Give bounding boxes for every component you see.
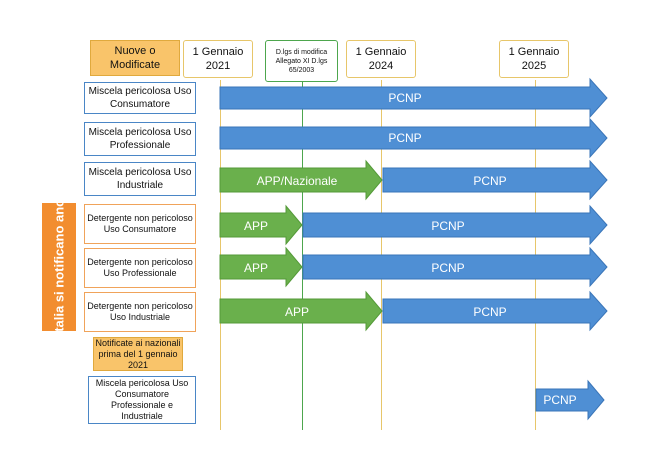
- row-label-national-note: Notificate ai nazionali prima del 1 genn…: [93, 337, 183, 371]
- arrow-label-row8: PCNP: [543, 393, 576, 407]
- header-date-2021-text: 1 Gennaio 2021: [192, 46, 244, 72]
- arrow-app-row3: [219, 159, 383, 201]
- row-label-text: Miscela pericolosa Uso Consumatore: [88, 86, 192, 110]
- arrow-label-row2: PCNP: [388, 131, 421, 145]
- row-label-text: Detergente non pericoloso Uso Industrial…: [87, 301, 193, 322]
- arrow-label-row5-pcnp: PCNP: [431, 261, 464, 275]
- arrow-pcnp-row1: [219, 77, 608, 119]
- row-label-text: Notificate ai nazionali prima del 1 genn…: [95, 337, 181, 370]
- row-label-text: Miscela pericolosa Uso Industriale: [88, 167, 192, 191]
- row-label-detergent-professional: Detergente non pericoloso Uso Profession…: [84, 248, 196, 288]
- header-new-modified: Nuove o Modificate: [90, 40, 180, 76]
- arrow-pcnp-row3: [382, 159, 608, 201]
- arrow-label-row4-pcnp: PCNP: [431, 219, 464, 233]
- arrow-label-row6-pcnp: PCNP: [473, 305, 506, 319]
- row-label-text: Miscela pericolosa Uso Professionale: [88, 127, 192, 151]
- arrow-app-row5: [219, 246, 303, 288]
- header-date-2024: 1 Gennaio 2024: [346, 40, 416, 78]
- header-dlgs-text: D.lgs di modifica Allegato XI D.lgs 65/2…: [275, 48, 328, 74]
- arrow-app-row6: [219, 290, 383, 332]
- header-date-2021: 1 Gennaio 2021: [183, 40, 253, 78]
- row-label-mixture-all-uses: Miscela pericolosa Uso Consumatore Profe…: [88, 376, 196, 424]
- header-date-2025: 1 Gennaio 2025: [499, 40, 569, 78]
- arrow-label-row1: PCNP: [388, 91, 421, 105]
- header-date-2025-text: 1 Gennaio 2025: [508, 46, 560, 72]
- row-label-detergent-consumer: Detergente non pericoloso Uso Consumator…: [84, 204, 196, 244]
- arrow-pcnp-row2: [219, 117, 608, 159]
- side-label-italy: In Italia si notificano anche: [42, 184, 76, 350]
- row-label-mixture-professional: Miscela pericolosa Uso Professionale: [84, 122, 196, 156]
- arrow-label-row5-app: APP: [244, 261, 268, 275]
- arrow-pcnp-row4: [302, 204, 608, 246]
- row-label-text: Detergente non pericoloso Uso Consumator…: [87, 213, 193, 234]
- arrow-pcnp-row5: [302, 246, 608, 288]
- row-label-text: Miscela pericolosa Uso Consumatore Profe…: [95, 378, 189, 421]
- arrow-label-row4-app: APP: [244, 219, 268, 233]
- arrow-label-row3-pcnp: PCNP: [473, 174, 506, 188]
- row-label-mixture-consumer: Miscela pericolosa Uso Consumatore: [84, 82, 196, 114]
- row-label-mixture-industrial: Miscela pericolosa Uso Industriale: [84, 162, 196, 196]
- row-label-detergent-industrial: Detergente non pericoloso Uso Industrial…: [84, 292, 196, 332]
- arrow-label-row3-app: APP/Nazionale: [257, 174, 338, 188]
- arrow-pcnp-row6: [382, 290, 608, 332]
- header-dlgs: D.lgs di modifica Allegato XI D.lgs 65/2…: [265, 40, 338, 82]
- arrow-app-row4: [219, 204, 303, 246]
- arrow-pcnp-row8: [535, 379, 605, 421]
- row-label-text: Detergente non pericoloso Uso Profession…: [87, 257, 193, 278]
- header-date-2024-text: 1 Gennaio 2024: [355, 46, 407, 72]
- header-new-modified-text: Nuove o Modificate: [109, 45, 161, 71]
- arrow-label-row6-app: APP: [285, 305, 309, 319]
